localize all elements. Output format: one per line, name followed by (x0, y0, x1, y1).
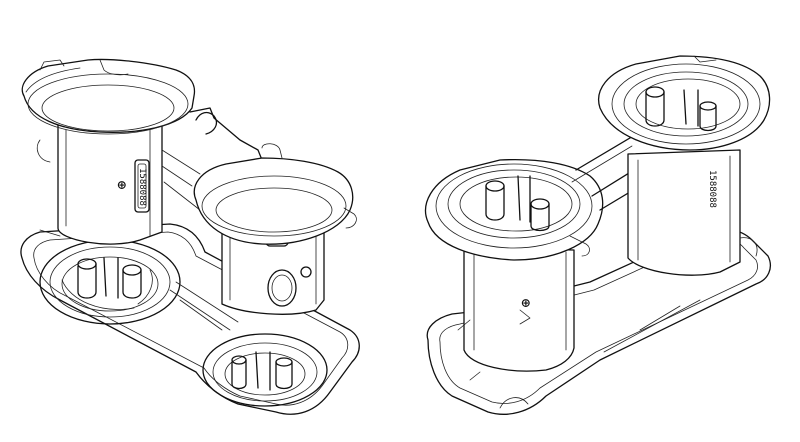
left-bottom-cup (39, 239, 181, 325)
right-top-flange-2 (598, 55, 771, 151)
left-embossed-marking: 1588088 (137, 168, 147, 206)
right-base-plate (426, 228, 771, 415)
left-top-flange-2 (193, 143, 357, 245)
left-part-view: ⊕ 1588088 (20, 58, 360, 415)
right-embossed-marking: 1588088 (707, 170, 717, 208)
right-embossed-symbol: ⊕ (519, 298, 533, 308)
left-bottom-cup-2 (202, 333, 328, 407)
left-base-plate (20, 223, 360, 415)
left-embossed-symbol: ⊕ (115, 180, 129, 190)
right-cylinder-1: ⊕ (463, 247, 575, 372)
left-top-flange (21, 58, 196, 135)
right-top-flange-1 (424, 158, 604, 261)
right-part-view: ⊕ 1588088 (424, 55, 771, 415)
right-cylinder-2: 1588088 (627, 149, 741, 276)
left-cylinder-1: ⊕ 1588088 (57, 111, 163, 245)
